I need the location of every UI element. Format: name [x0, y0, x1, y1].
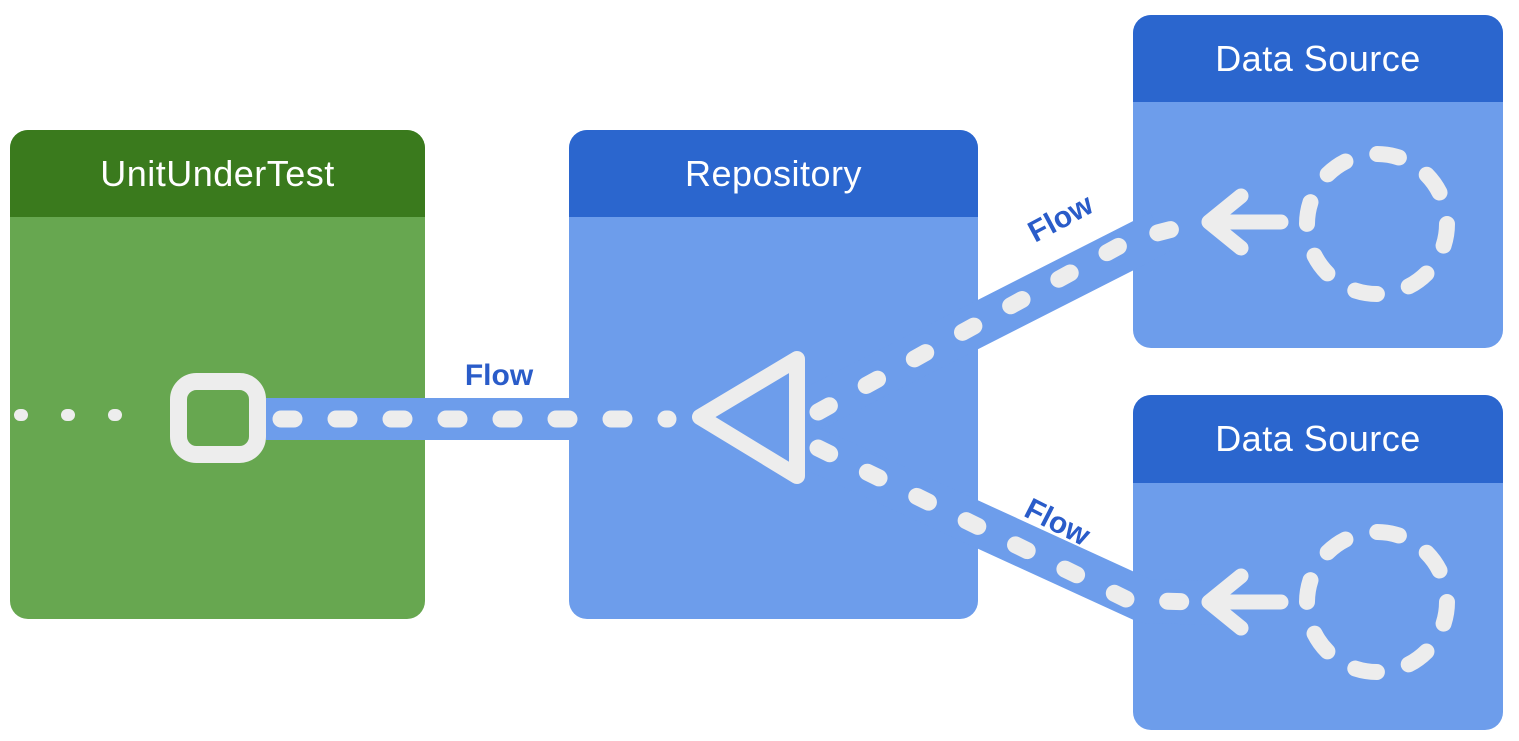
- flow-label-repository-to-unit: Flow: [464, 359, 534, 392]
- node-data-source-top: Data Source: [1133, 15, 1503, 348]
- node-header: Data Source: [1133, 395, 1503, 483]
- node-title: UnitUnderTest: [100, 152, 335, 194]
- flow-label-data-source-top: Flow: [1022, 187, 1099, 250]
- node-data-source-bottom: Data Source: [1133, 395, 1503, 730]
- node-title: Data Source: [1215, 418, 1421, 459]
- node-header: Repository: [569, 130, 978, 217]
- node-title: Data Source: [1215, 37, 1421, 79]
- node-header: Data Source: [1133, 15, 1503, 102]
- node-title: Repository: [684, 152, 863, 194]
- node-header: UnitUnderTest: [10, 130, 425, 217]
- node-unit-under-test: UnitUnderTest: [10, 130, 425, 619]
- flow-label-data-source-bottom: Flow: [1019, 492, 1096, 553]
- node-repository: Repository: [569, 130, 978, 619]
